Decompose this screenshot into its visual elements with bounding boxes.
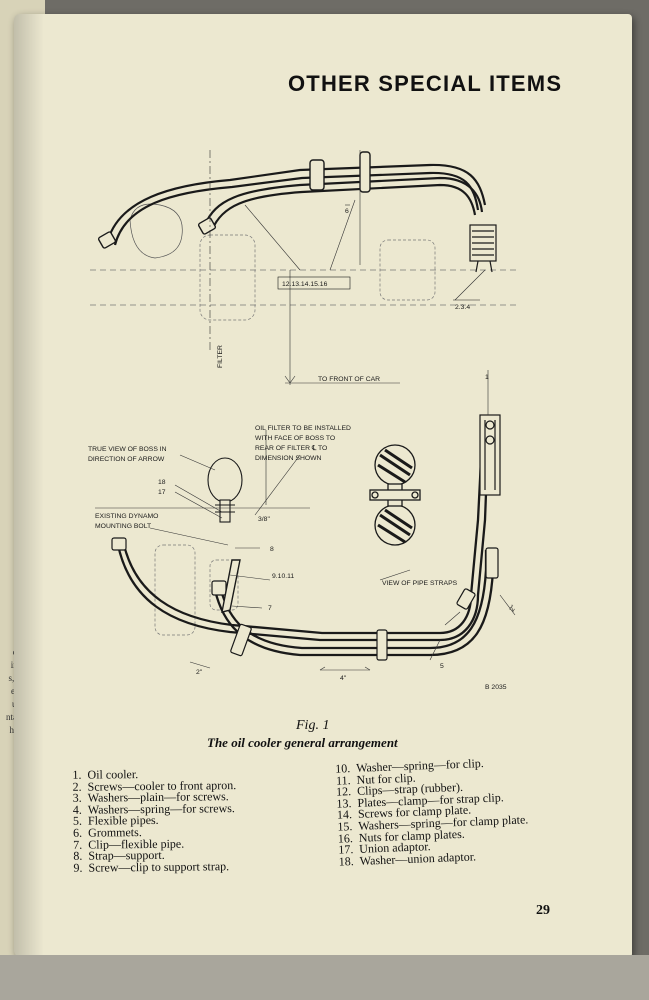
parts-list-left: 1.Oil cooler. 2.Screws—cooler to front a…	[59, 767, 237, 875]
label-oil-filter-note-1: OIL FILTER TO BE INSTALLED	[255, 425, 351, 432]
label-dim-2: 2"	[509, 604, 518, 613]
label-parts-12-16: 12.13.14.15.16	[282, 281, 328, 288]
label-part-1: 1	[485, 374, 489, 381]
label-filter-centreline: FILTER	[217, 345, 224, 368]
oil-cooler-side	[479, 414, 501, 496]
label-dim-2-small: 2"	[196, 669, 203, 676]
label-dynamo-1: EXISTING DYNAMO	[95, 513, 158, 520]
support-strap	[221, 559, 241, 613]
label-part-18: 18	[158, 479, 166, 486]
label-part-8: 8	[270, 546, 274, 553]
page-gutter-shadow	[14, 14, 44, 958]
pipe-strap-section	[369, 444, 421, 546]
top-view: 12.13.14.15.16 6 2.3.4 FILTER TO FRONT O…	[90, 150, 520, 385]
figure-caption: The oil cooler general arrangement	[207, 735, 398, 750]
label-oil-filter-note-4: DIMENSION SHOWN	[255, 455, 322, 462]
parts-list-right: 10.Washer—spring—for clip. 11.Nut for cl…	[328, 756, 530, 868]
label-part-5: 5	[440, 663, 444, 670]
figure-number: Fig. 1	[296, 718, 330, 733]
side-view: TRUE VIEW OF BOSS IN DIRECTION OF ARROW …	[88, 370, 518, 691]
ghost-components	[90, 203, 520, 321]
label-dim-4: 4"	[340, 675, 347, 682]
leader-lines	[95, 370, 516, 671]
label-part-17: 17	[158, 489, 166, 496]
filter-boss-view	[207, 457, 243, 523]
oil-cooler-top	[469, 224, 497, 273]
lower-labels: TRUE VIEW OF BOSS IN DIRECTION OF ARROW …	[88, 374, 518, 691]
label-parts-9-11: 9.10.11	[272, 573, 294, 580]
label-true-view-1: TRUE VIEW OF BOSS IN	[88, 446, 167, 453]
page-number: 29	[536, 903, 550, 918]
label-true-view-2: DIRECTION OF ARROW	[88, 456, 165, 463]
label-dynamo-2: MOUNTING BOLT	[95, 523, 151, 530]
top-fittings	[97, 151, 371, 249]
top-pipes	[106, 163, 487, 246]
label-oil-filter-note-3: REAR OF FILTER ℄ TO	[255, 445, 327, 452]
background-surface	[0, 955, 649, 1000]
label-oil-filter-note-2: WITH FACE OF BOSS TO	[255, 435, 335, 442]
label-box-12-16	[277, 276, 351, 290]
flexible-pipes	[116, 439, 495, 657]
label-parts-2-4: 2.3.4	[455, 304, 470, 311]
label-dim-3-8: 3/8"	[258, 516, 270, 523]
top-centrelines	[209, 150, 486, 385]
label-view-of-pipe-straps: VIEW OF PIPE STRAPS	[382, 580, 458, 587]
label-part-7: 7	[268, 605, 272, 612]
label-drawing-reference: B 2035	[485, 684, 507, 691]
label-part-6: 6	[345, 208, 349, 215]
pipe-fittings	[111, 537, 499, 661]
label-to-front-of-car: TO FRONT OF CAR	[318, 376, 380, 383]
parts-list-item: 9.Screw—clip to support strap.	[73, 858, 230, 875]
page-heading: OTHER SPECIAL ITEMS	[288, 71, 563, 96]
